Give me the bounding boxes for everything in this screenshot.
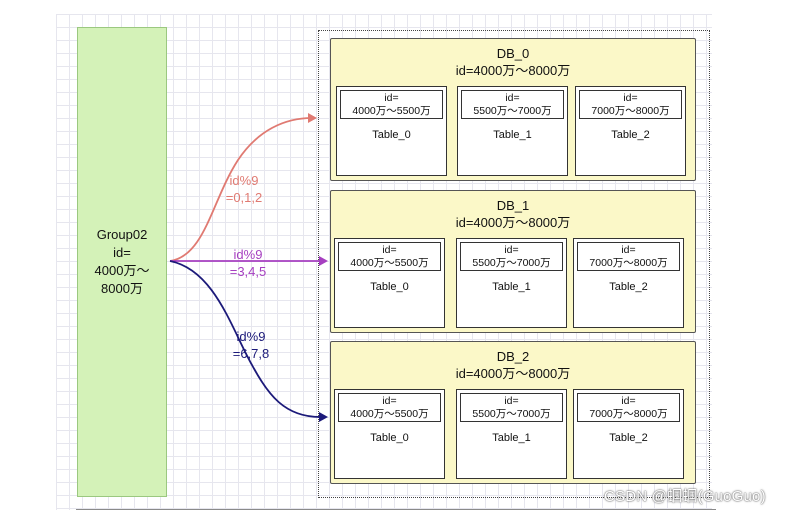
db-node-0: DB_0 id=4000万～8000万 id= 4000万～5500万 Tabl…	[330, 38, 696, 181]
db-name: DB_0	[496, 46, 530, 61]
group-range-start: 4000万～	[94, 263, 150, 278]
table-range: 7000万～8000万	[591, 104, 670, 117]
table-node: id= 7000万～8000万 Table_2	[575, 86, 686, 176]
edge-label-values: =0,1,2	[225, 190, 263, 205]
table-key-box: id= 7000万～8000万	[579, 90, 682, 119]
arrow-to-db0	[169, 117, 313, 262]
edge-label-values: =6,7,8	[232, 346, 270, 361]
table-name: Table_2	[609, 281, 648, 293]
edge-label-expr: id%9	[233, 247, 263, 262]
db-range: id=4000万～8000万	[455, 63, 571, 78]
table-name: Table_0	[372, 129, 411, 141]
table-node: id= 4000万～5500万 Table_0	[336, 86, 447, 176]
edge-label-db2: id%9 =6,7,8	[221, 328, 281, 362]
table-key-box: id= 4000万～5500万	[338, 393, 441, 422]
table-name: Table_2	[611, 129, 650, 141]
table-range: 7000万～8000万	[589, 407, 668, 420]
database-cluster-boundary	[318, 30, 710, 498]
table-key: id=	[382, 244, 397, 256]
table-key: id=	[621, 244, 636, 256]
db-range: id=4000万～8000万	[455, 366, 571, 381]
edge-label-db0: id%9 =0,1,2	[214, 172, 274, 206]
watermark-text: CSDN @蝈蝈(GuoGuo)	[604, 488, 766, 505]
table-node: id= 7000万～8000万 Table_2	[573, 238, 684, 328]
table-name: Table_0	[370, 281, 409, 293]
table-key-box: id= 5500万～7000万	[460, 242, 563, 271]
table-key-box: id= 5500万～7000万	[461, 90, 564, 119]
table-node: id= 5500万～7000万 Table_1	[456, 389, 567, 479]
table-range: 4000万～5500万	[350, 407, 429, 420]
table-range: 4000万～5500万	[350, 256, 429, 269]
table-range: 4000万～5500万	[352, 104, 431, 117]
table-key-box: id= 7000万～8000万	[577, 242, 680, 271]
table-key: id=	[382, 395, 397, 407]
table-node: id= 5500万～7000万 Table_1	[457, 86, 568, 176]
group-title: Group02	[96, 227, 148, 242]
table-name: Table_0	[370, 432, 409, 444]
arrowhead-db2	[319, 412, 328, 422]
table-node: id= 4000万～5500万 Table_0	[334, 389, 445, 479]
table-key: id=	[623, 92, 638, 104]
table-key: id=	[384, 92, 399, 104]
arrowhead-db0	[308, 113, 317, 123]
table-key-box: id= 4000万～5500万	[338, 242, 441, 271]
table-node: id= 4000万～5500万 Table_0	[334, 238, 445, 328]
table-key: id=	[504, 395, 519, 407]
table-key-box: id= 4000万～5500万	[340, 90, 443, 119]
group-node: Group02 id= 4000万～ 8000万	[77, 27, 167, 497]
table-range: 7000万～8000万	[589, 256, 668, 269]
edge-label-values: =3,4,5	[229, 264, 267, 279]
group-range-end: 8000万	[101, 281, 143, 296]
table-name: Table_1	[493, 129, 532, 141]
db-range: id=4000万～8000万	[455, 215, 571, 230]
table-range: 5500万～7000万	[472, 407, 551, 420]
table-key-box: id= 7000万～8000万	[577, 393, 680, 422]
arrow-to-db2	[169, 260, 321, 418]
db-node-2: DB_2 id=4000万～8000万 id= 4000万～5500万 Tabl…	[330, 341, 696, 484]
table-name: Table_1	[492, 281, 531, 293]
table-name: Table_1	[492, 432, 531, 444]
table-key: id=	[504, 244, 519, 256]
table-range: 5500万～7000万	[472, 256, 551, 269]
table-node: id= 5500万～7000万 Table_1	[456, 238, 567, 328]
table-range: 5500万～7000万	[473, 104, 552, 117]
table-key: id=	[621, 395, 636, 407]
table-name: Table_2	[609, 432, 648, 444]
arrowhead-db1	[319, 256, 328, 266]
db-node-1: DB_1 id=4000万～8000万 id= 4000万～5500万 Tabl…	[330, 190, 696, 333]
table-node: id= 7000万～8000万 Table_2	[573, 389, 684, 479]
db-name: DB_1	[496, 198, 530, 213]
group-id-label: id=	[113, 245, 131, 260]
table-key: id=	[505, 92, 520, 104]
table-key-box: id= 5500万～7000万	[460, 393, 563, 422]
edge-label-db1: id%9 =3,4,5	[218, 246, 278, 280]
edge-label-expr: id%9	[236, 329, 266, 344]
bottom-divider	[76, 509, 716, 510]
edge-label-expr: id%9	[229, 173, 259, 188]
db-name: DB_2	[496, 349, 530, 364]
